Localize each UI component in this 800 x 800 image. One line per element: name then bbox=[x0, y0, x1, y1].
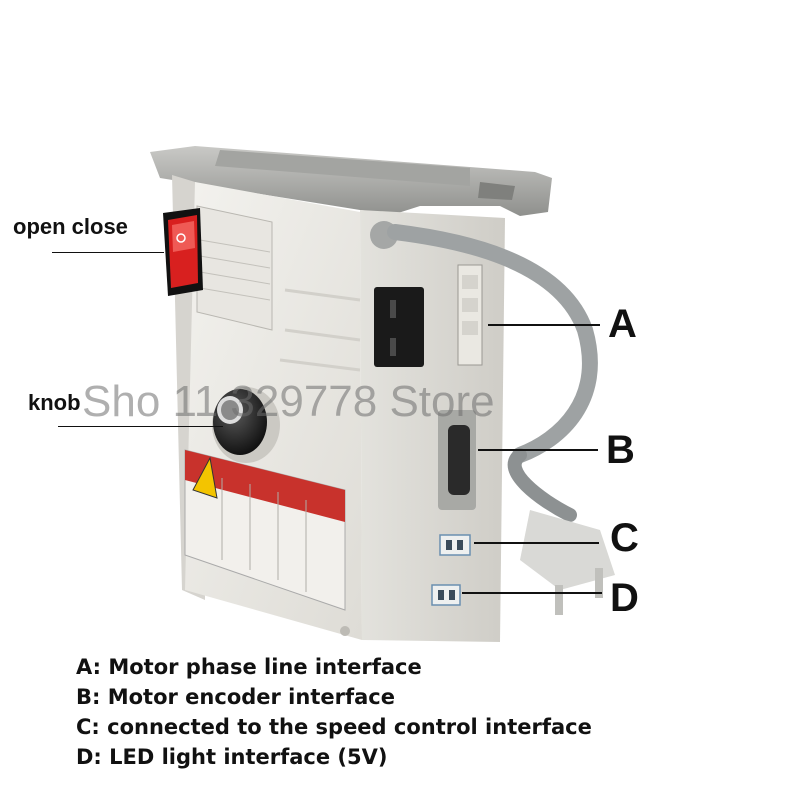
legend-item-b: B: Motor encoder interface bbox=[76, 685, 395, 709]
knob-callout: knob bbox=[28, 390, 81, 415]
store-watermark: Sho 11 329778 Store bbox=[82, 377, 495, 426]
leader-b bbox=[478, 449, 598, 451]
speed-knob bbox=[212, 387, 280, 463]
power-switch bbox=[163, 208, 203, 296]
cable bbox=[370, 221, 598, 522]
open-close-leader bbox=[52, 252, 164, 253]
callout-a: A bbox=[608, 302, 637, 346]
encoder-connector bbox=[438, 410, 476, 510]
front-grooves bbox=[279, 288, 361, 372]
callout-c: C bbox=[610, 516, 639, 560]
interface-legend: A: Motor phase line interface B: Motor e… bbox=[76, 652, 592, 772]
knob-leader bbox=[58, 426, 223, 427]
callout-d: D bbox=[610, 576, 639, 620]
leader-a bbox=[488, 324, 600, 326]
legend-item-d: D: LED light interface (5V) bbox=[76, 745, 388, 769]
leader-d bbox=[462, 592, 602, 594]
callout-b: B bbox=[606, 428, 635, 472]
speed-control-connector bbox=[439, 534, 471, 556]
legend-item-c: C: connected to the speed control interf… bbox=[76, 715, 592, 739]
power-outlet bbox=[374, 287, 424, 367]
led-light-connector bbox=[431, 584, 461, 606]
legend-item-a: A: Motor phase line interface bbox=[76, 655, 422, 679]
warning-label bbox=[184, 449, 346, 611]
spec-label bbox=[196, 205, 273, 331]
mounting-hole bbox=[340, 626, 350, 636]
phase-connector bbox=[457, 264, 483, 366]
leader-c bbox=[474, 542, 599, 544]
power-plug bbox=[520, 510, 615, 615]
mounting-plate bbox=[150, 146, 552, 216]
open-close-callout: open close bbox=[13, 214, 128, 239]
